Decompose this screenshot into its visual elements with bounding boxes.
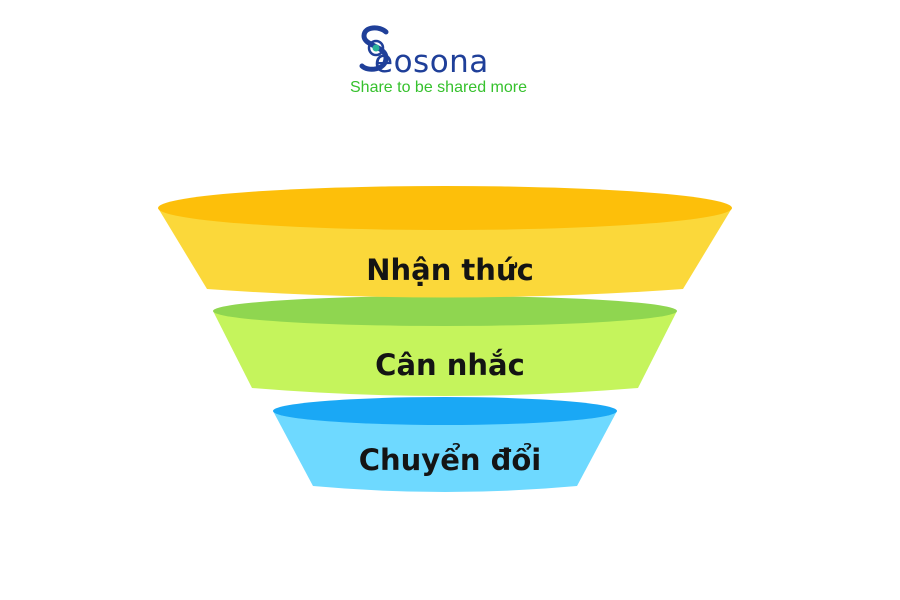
logo-tagline: Share to be shared more (350, 79, 527, 96)
stage-label-consideration: Cân nhắc (375, 348, 525, 382)
logo-wordmark: eosona (374, 44, 489, 80)
stage-label-conversion: Chuyển đổi (358, 443, 542, 477)
seosona-logo: eosona Share to be shared more (348, 22, 558, 102)
funnel-stage-conversion (273, 397, 617, 492)
seosona-s-eye-icon (359, 25, 389, 72)
funnel-stage-consideration (213, 296, 677, 396)
funnel-stage-awareness (158, 186, 732, 298)
stage-label-awareness: Nhận thức (366, 253, 534, 287)
